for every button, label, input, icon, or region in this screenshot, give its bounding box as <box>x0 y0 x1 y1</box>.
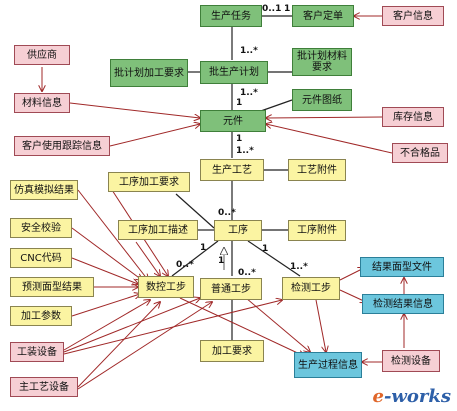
watermark-logo: e-works <box>372 386 451 407</box>
mult-step-inspection: 1..* <box>290 262 308 272</box>
node-inspection-step: 检测工步 <box>282 277 340 300</box>
assoc-step-inspection <box>247 240 301 277</box>
dep-safety-nc <box>71 227 142 280</box>
dep-nonconf-component <box>266 124 393 154</box>
mult-component-process-top: 1 <box>236 134 243 144</box>
dep-general-prodinfo <box>245 297 310 352</box>
node-process-attachment: 工艺附件 <box>288 159 346 181</box>
mult-plan-component-top: 1..* <box>240 88 258 98</box>
node-step-process-desc: 工序加工描述 <box>118 220 198 240</box>
node-step-process-req: 工序加工要求 <box>108 172 190 192</box>
mult-task-plan: 1..* <box>240 46 258 56</box>
dep-nc-prodinfo <box>179 297 304 356</box>
node-process-params: 加工参数 <box>10 306 72 326</box>
node-predicted-surface: 预测面型结果 <box>10 277 94 297</box>
dep-tracking-component <box>109 124 200 147</box>
assoc-step-nc <box>171 240 219 277</box>
dep-mainfix-nc <box>77 302 160 388</box>
mult-task-order-left: 0..1 <box>262 4 282 14</box>
node-nonconforming: 不合格品 <box>392 143 448 163</box>
dep-material-component <box>69 102 200 118</box>
node-cnc-code: CNC代码 <box>10 248 72 268</box>
node-inspection-result-info: 检测结果信息 <box>362 294 444 314</box>
dep-fixture-nc <box>63 300 150 351</box>
node-customer-tracking: 客户使用跟踪信息 <box>14 136 110 156</box>
node-main-fixture-equipment: 主工艺设备 <box>10 377 78 397</box>
node-fixture-equipment: 工装设备 <box>10 342 64 362</box>
dep-inspection-prodinfo <box>315 299 326 352</box>
mult-process-step: 0..* <box>218 208 236 218</box>
mult-component-process-bottom: 1..* <box>236 146 254 156</box>
mult-task-order-right: 1 <box>284 4 291 14</box>
node-step-attachment: 工序附件 <box>288 220 346 241</box>
mult-step-nc: 0..* <box>176 260 194 270</box>
mult-step-general: 0..* <box>238 268 256 278</box>
node-supplier: 供应商 <box>14 45 70 65</box>
node-production-task: 生产任务 <box>200 5 262 27</box>
dep-fixture-general <box>63 298 200 353</box>
assoc-step-procreq <box>175 193 215 229</box>
dep-cnc-nc <box>71 257 138 284</box>
mult-step-general-top: 1 <box>218 256 225 266</box>
node-material-info: 材料信息 <box>14 93 70 113</box>
node-step: 工序 <box>214 220 262 241</box>
dep-mainfix-general <box>77 302 212 390</box>
node-component-drawing: 元件图纸 <box>292 89 352 111</box>
node-nc-step: 数控工步 <box>138 276 194 298</box>
dep-inventory-component <box>266 117 383 118</box>
dep-sim-nc <box>77 189 148 280</box>
mult-step-inspection-top: 1 <box>262 244 269 254</box>
node-plan-process-req: 批计划加工要求 <box>110 59 188 87</box>
mult-step-left: 1 <box>200 243 207 253</box>
mult-plan-component-bottom: 1 <box>236 98 243 108</box>
node-inventory-info: 库存信息 <box>382 107 444 127</box>
node-general-step: 普通工步 <box>200 278 262 300</box>
node-customer-info: 客户信息 <box>382 6 444 26</box>
node-result-surface-file: 结果面型文件 <box>360 257 444 277</box>
node-process-req: 加工要求 <box>200 340 264 362</box>
dep-desc-nc <box>135 241 160 276</box>
node-simulation-result: 仿真模拟结果 <box>10 180 78 200</box>
node-inspection-equipment: 检测设备 <box>382 350 440 372</box>
dep-inspection-result <box>339 289 366 302</box>
node-plan-material-req: 批计划材料要求 <box>292 48 352 76</box>
node-batch-plan: 批生产计划 <box>200 61 268 84</box>
node-component: 元件 <box>200 110 266 132</box>
node-safety-check: 安全校验 <box>10 218 72 238</box>
node-production-process-info: 生产过程信息 <box>294 352 362 378</box>
dep-params-nc <box>71 294 140 317</box>
node-production-process: 生产工艺 <box>200 159 264 181</box>
node-customer-order: 客户定单 <box>292 5 354 27</box>
